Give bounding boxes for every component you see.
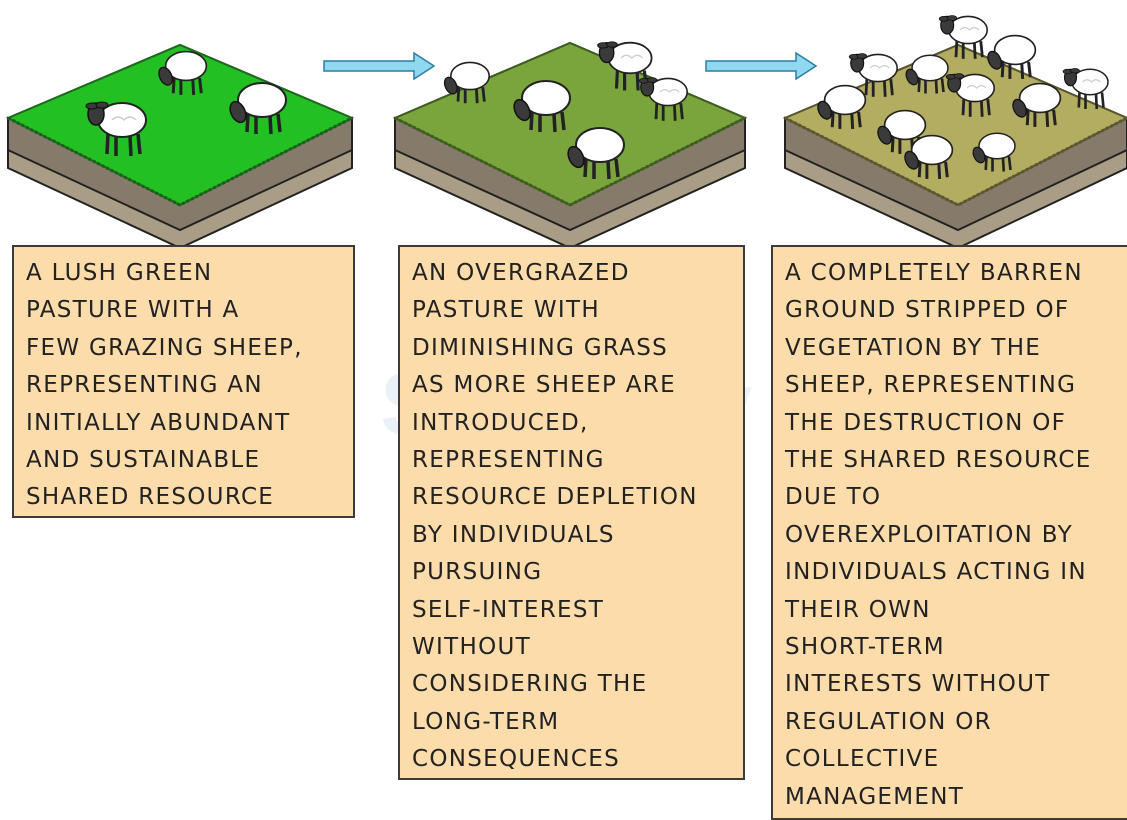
pasture-block-overgrazed (392, 41, 748, 250)
caption-lush-pasture: A LUSH GREEN PASTURE WITH A FEW GRAZING … (12, 245, 355, 518)
arrow-1 (323, 51, 436, 81)
caption-barren-ground: A COMPLETELY BARREN GROUND STRIPPED OF V… (771, 245, 1127, 820)
arrow-2 (705, 51, 818, 81)
caption-overgrazed-pasture: AN OVERGRAZED PASTURE WITH DIMINISHING G… (398, 245, 745, 780)
